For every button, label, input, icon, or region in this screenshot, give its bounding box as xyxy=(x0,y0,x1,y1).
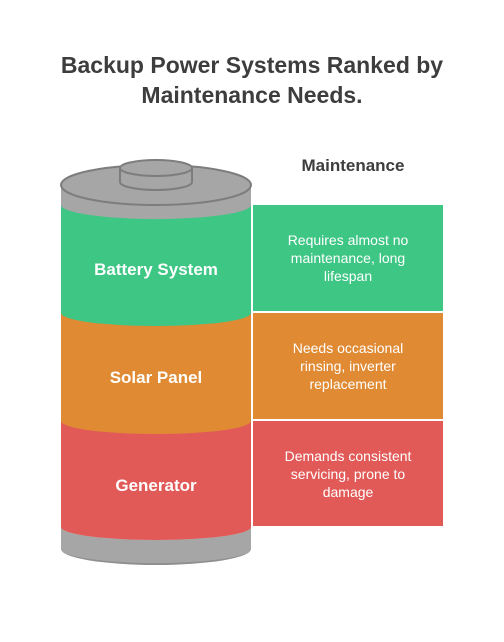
generator-maintenance-text: Demands consistent servicing, prone to d… xyxy=(284,447,412,500)
generator-label: Generator xyxy=(115,476,197,495)
battery-system-maintenance-text: Requires almost no maintenance, long lif… xyxy=(287,232,409,284)
battery-system-maintenance-box: Requires almost no maintenance, long lif… xyxy=(253,205,443,311)
maintenance-column-header: Maintenance xyxy=(301,156,405,175)
solar-panel-maintenance-box: Needs occasional rinsing, inverter repla… xyxy=(253,313,443,419)
solar-panel-segment xyxy=(61,300,251,434)
battery-terminal xyxy=(119,159,193,191)
title-line-2: Maintenance Needs. xyxy=(141,82,363,108)
page-title: Backup Power Systems Ranked by Maintenan… xyxy=(0,50,504,110)
solar-panel-label: Solar Panel xyxy=(109,368,203,387)
generator-maintenance-box: Demands consistent servicing, prone to d… xyxy=(253,421,443,526)
solar-panel-maintenance-text: Needs occasional rinsing, inverter repla… xyxy=(292,340,404,392)
battery-system-segment xyxy=(61,205,251,326)
battery-system-label: Battery System xyxy=(94,260,218,279)
title-line-1: Backup Power Systems Ranked by xyxy=(60,52,444,78)
